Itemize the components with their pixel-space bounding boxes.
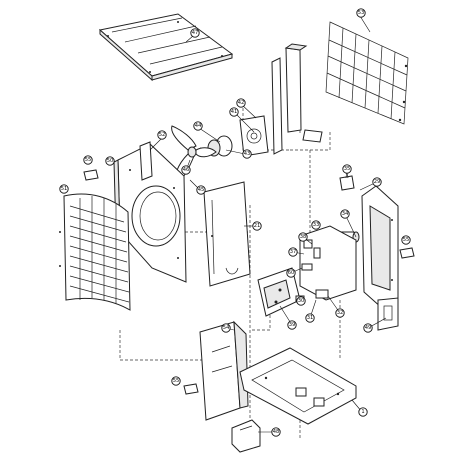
callout-29: 29 bbox=[372, 177, 382, 187]
callout-21: 21 bbox=[252, 221, 262, 231]
callout-47: 47 bbox=[190, 28, 200, 38]
callout-33: 33 bbox=[311, 220, 321, 230]
callout-51: 51 bbox=[59, 184, 69, 194]
svg-text:45: 45 bbox=[198, 187, 205, 193]
callout-49: 49 bbox=[363, 323, 373, 333]
svg-text:29: 29 bbox=[374, 179, 381, 185]
clip-part-left bbox=[83, 169, 99, 181]
svg-text:55: 55 bbox=[85, 157, 92, 163]
service-cover-part bbox=[377, 297, 399, 331]
clip-part-right bbox=[399, 247, 415, 259]
svg-text:31: 31 bbox=[307, 315, 314, 321]
svg-text:41: 41 bbox=[231, 109, 238, 115]
callout-55-lower: 55 bbox=[171, 376, 181, 386]
svg-text:42: 42 bbox=[238, 100, 245, 106]
svg-text:55: 55 bbox=[403, 237, 410, 243]
svg-text:48: 48 bbox=[273, 429, 280, 435]
svg-text:60: 60 bbox=[288, 270, 295, 276]
corner-cover-part bbox=[231, 419, 261, 453]
callout-34: 34 bbox=[340, 209, 350, 219]
svg-text:50: 50 bbox=[107, 158, 114, 164]
svg-text:46: 46 bbox=[183, 167, 190, 173]
right-side-panel-part bbox=[361, 185, 399, 309]
svg-text:1: 1 bbox=[361, 409, 364, 415]
callout-55-right: 55 bbox=[401, 235, 411, 245]
callout-32: 32 bbox=[335, 308, 345, 318]
callout-48: 48 bbox=[271, 427, 281, 437]
callout-1: 1 bbox=[358, 407, 368, 417]
svg-text:53: 53 bbox=[358, 10, 365, 16]
base-pan-part bbox=[239, 347, 357, 425]
callout-42: 42 bbox=[236, 98, 246, 108]
callout-55-left: 55 bbox=[83, 155, 93, 165]
svg-text:21: 21 bbox=[254, 223, 261, 229]
callout-60: 60 bbox=[286, 268, 296, 278]
control-box-part bbox=[257, 225, 357, 317]
callout-52: 52 bbox=[157, 130, 167, 140]
svg-text:55: 55 bbox=[173, 378, 180, 384]
svg-text:33: 33 bbox=[313, 222, 320, 228]
rear-guard-part bbox=[325, 21, 409, 125]
callout-38: 38 bbox=[298, 232, 308, 242]
callout-46: 46 bbox=[181, 165, 191, 175]
svg-text:52: 52 bbox=[159, 132, 166, 138]
svg-text:38: 38 bbox=[300, 234, 307, 240]
callout-31: 31 bbox=[305, 313, 315, 323]
front-grille-part bbox=[59, 193, 131, 311]
motor-bracket-part bbox=[239, 115, 269, 157]
callout-43: 43 bbox=[242, 149, 252, 159]
lower-front-plate-part bbox=[199, 320, 249, 421]
top-panel-part bbox=[98, 13, 234, 82]
callout-35: 35 bbox=[342, 164, 352, 174]
partition-plate-part bbox=[203, 181, 251, 287]
svg-text:43: 43 bbox=[244, 151, 251, 157]
callout-50: 50 bbox=[105, 156, 115, 166]
callout-30: 30 bbox=[296, 296, 306, 306]
clip-part-lower bbox=[183, 383, 199, 395]
rear-pillar-part bbox=[271, 43, 323, 155]
svg-text:34: 34 bbox=[342, 211, 349, 217]
callout-44: 44 bbox=[193, 121, 203, 131]
callout-45: 45 bbox=[196, 185, 206, 195]
callout-53: 53 bbox=[356, 8, 366, 18]
svg-text:47: 47 bbox=[192, 30, 199, 36]
front-panel-part bbox=[113, 141, 187, 283]
callout-54: 54 bbox=[221, 323, 231, 333]
svg-text:39: 39 bbox=[289, 322, 296, 328]
fan-motor-part bbox=[200, 135, 233, 157]
callout-37: 37 bbox=[288, 247, 298, 257]
svg-text:51: 51 bbox=[61, 186, 68, 192]
svg-text:54: 54 bbox=[223, 325, 230, 331]
svg-text:49: 49 bbox=[365, 325, 372, 331]
svg-text:32: 32 bbox=[337, 310, 344, 316]
svg-text:35: 35 bbox=[344, 166, 351, 172]
svg-text:37: 37 bbox=[290, 249, 297, 255]
svg-text:44: 44 bbox=[195, 123, 202, 129]
svg-text:30: 30 bbox=[298, 298, 305, 304]
terminal-bracket-part bbox=[339, 167, 355, 191]
callout-39: 39 bbox=[287, 320, 297, 330]
callout-41: 41 bbox=[229, 107, 239, 117]
